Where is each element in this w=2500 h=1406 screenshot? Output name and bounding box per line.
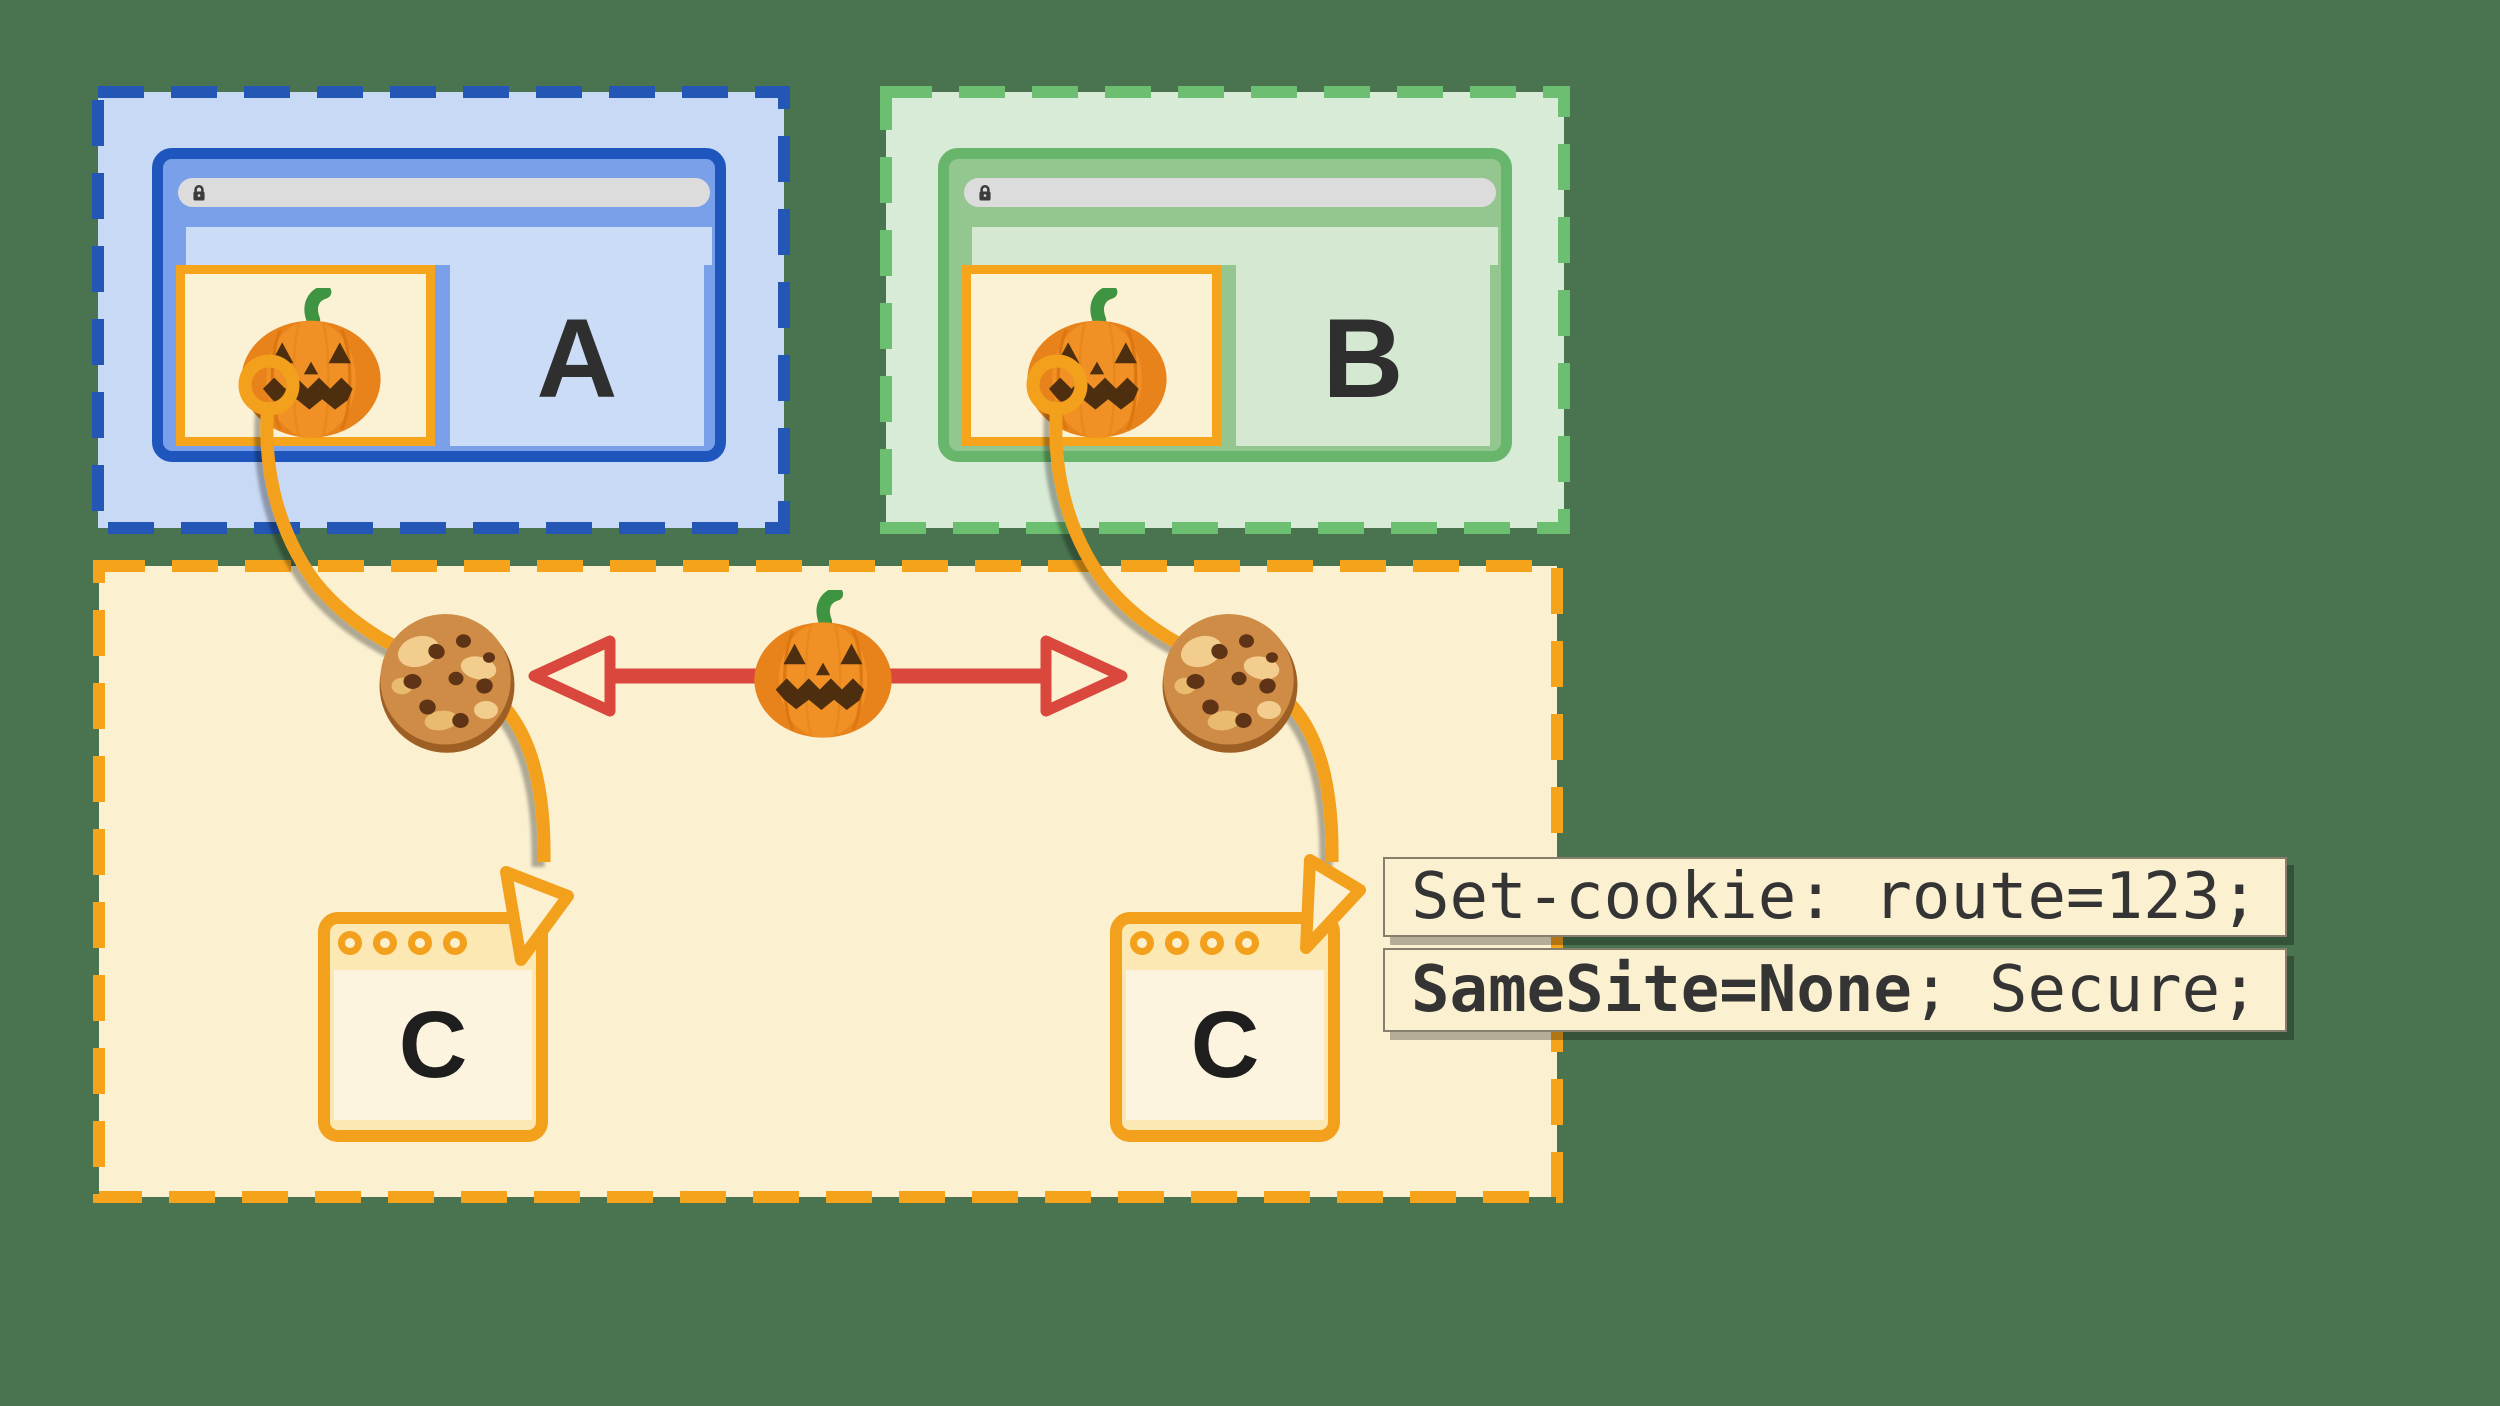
window-dot-icon — [1235, 931, 1259, 955]
third-party-iframe-a — [176, 265, 435, 446]
site-a-panel: A — [450, 265, 704, 446]
site-c-label: C — [1190, 991, 1260, 1098]
secure-text: ; Secure; — [1911, 953, 2259, 1027]
site-c-label: C — [398, 991, 468, 1098]
pumpkin-icon — [1017, 288, 1177, 440]
site-c-window-right: C — [1110, 912, 1340, 1142]
set-cookie-text: Set-cookie: route=123; — [1411, 860, 2259, 934]
address-bar-a — [178, 178, 710, 207]
lock-icon — [193, 184, 205, 200]
lock-icon — [979, 184, 991, 200]
address-bar-b — [964, 178, 1496, 207]
window-dots — [1130, 931, 1259, 955]
set-cookie-header-line1: Set-cookie: route=123; — [1383, 857, 2287, 937]
window-dots — [338, 931, 467, 955]
site-c-content: C — [1126, 970, 1324, 1120]
window-dot-icon — [1200, 931, 1224, 955]
set-cookie-header-line2: SameSite=None; Secure; — [1383, 948, 2287, 1032]
browser-window-a: A — [152, 148, 726, 462]
page-content-strip — [972, 227, 1498, 265]
window-dot-icon — [1165, 931, 1189, 955]
third-party-iframe-b — [962, 265, 1221, 446]
site-c-content: C — [334, 970, 532, 1120]
site-b-label: B — [1322, 295, 1404, 421]
site-c-window-left: C — [318, 912, 548, 1142]
site-b-panel: B — [1236, 265, 1490, 446]
browser-window-b: B — [938, 148, 1512, 462]
window-dot-icon — [338, 931, 362, 955]
window-dot-icon — [1130, 931, 1154, 955]
pumpkin-icon — [231, 288, 391, 440]
site-a-label: A — [536, 295, 618, 421]
window-dot-icon — [443, 931, 467, 955]
page-content-strip — [186, 227, 712, 265]
window-dot-icon — [408, 931, 432, 955]
samesite-none-text: SameSite=None — [1411, 953, 1912, 1027]
window-dot-icon — [373, 931, 397, 955]
